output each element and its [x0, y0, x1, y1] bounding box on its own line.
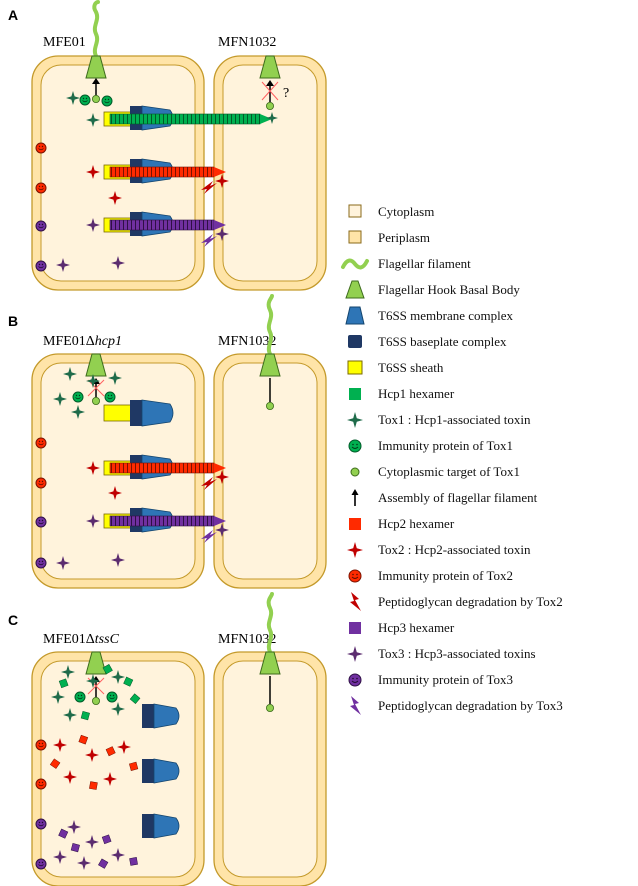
hcp2-monomer — [89, 782, 97, 790]
immunity-protein-tox3 — [36, 261, 46, 271]
immunity-protein-tox3 — [36, 819, 46, 829]
immunity-protein-tox1 — [73, 392, 83, 402]
left-strain-label-c: MFE01ΔtssC — [43, 632, 120, 647]
target-tox1-icon — [340, 459, 370, 485]
t6ss-membrane-complex-only — [142, 814, 179, 838]
immunity-protein-tox2 — [36, 740, 46, 750]
t6ss-sheath-icon — [340, 355, 370, 381]
cytoplasmic-target-tox1 — [266, 102, 273, 109]
cytoplasmic-target-tox1 — [92, 95, 99, 102]
legend-item-hcp1-hexamer: Hcp1 hexamer — [340, 381, 454, 407]
left-strain-label-b: MFE01Δhcp1 — [43, 334, 122, 349]
immunity-protein-tox1 — [105, 392, 115, 402]
hcp2-hexamer-icon — [340, 511, 370, 537]
legend-item-immunity-tox2: Immunity protein of Tox2 — [340, 563, 513, 589]
assembly-arrow-icon — [340, 485, 370, 511]
hcp1-monomer — [81, 711, 90, 720]
hcp3-hexamer-icon — [340, 615, 370, 641]
cytoplasmic-target-tox1 — [92, 397, 99, 404]
hcp3-tube — [110, 220, 214, 230]
legend-item-immunity-tox1: Immunity protein of Tox1 — [340, 433, 513, 459]
immunity-protein-tox2 — [36, 183, 46, 193]
immunity-protein-tox1 — [80, 95, 90, 105]
left-strain-label-a: MFE01 — [43, 35, 86, 50]
hcp1-hexamer-icon — [340, 381, 370, 407]
tox3-star-icon — [340, 641, 370, 667]
immunity-protein-tox1 — [102, 96, 112, 106]
legend-item-tox3: Tox3 : Hcp3-associated toxins — [340, 641, 536, 667]
legend-item-tox1: Tox1 : Hcp1-associated toxin — [340, 407, 531, 433]
legend-item-t6ss-membrane-complex: T6SS membrane complex — [340, 303, 513, 329]
immunity-tox3-icon — [340, 667, 370, 693]
t6ss-baseplate-complex-icon — [340, 329, 370, 355]
immunity-tox1-icon — [340, 433, 370, 459]
cytoplasmic-target-tox1 — [266, 704, 273, 711]
legend-item-hcp2-hexamer: Hcp2 hexamer — [340, 511, 454, 537]
legend-item-hcp3-hexamer: Hcp3 hexamer — [340, 615, 454, 641]
hcp2-tube — [110, 463, 214, 473]
panel-letter-b: B — [8, 313, 18, 329]
legend-item-tox2: Tox2 : Hcp2-associated toxin — [340, 537, 531, 563]
immunity-protein-tox1 — [75, 692, 85, 702]
flagellar-hook-basal-body-icon — [340, 277, 370, 303]
immunity-protein-tox3 — [36, 558, 46, 568]
t6ss-membrane-complex-only — [142, 759, 179, 783]
legend-item-assembly-arrow: Assembly of flagellar filament — [340, 485, 537, 511]
cytoplasm-swatch-icon — [340, 199, 370, 225]
tox1-star-icon — [340, 407, 370, 433]
immunity-tox2-icon — [340, 563, 370, 589]
hcp3-monomer — [71, 843, 80, 852]
hcp3-monomer — [130, 857, 138, 865]
right-strain-label-a: MFN1032 — [218, 35, 276, 50]
legend-item-flagellar-hook-basal-body: Flagellar Hook Basal Body — [340, 277, 520, 303]
immunity-protein-tox1 — [107, 692, 117, 702]
legend-item-flagellar-filament: Flagellar filament — [340, 251, 471, 277]
lightning-tox3-icon — [340, 693, 370, 719]
t6ss-membrane-complex-icon — [340, 303, 370, 329]
immunity-protein-tox2 — [36, 438, 46, 448]
immunity-protein-tox2 — [36, 143, 46, 153]
hcp2-tube — [110, 167, 214, 177]
immunity-protein-tox3 — [36, 859, 46, 869]
periplasm-swatch-icon — [340, 225, 370, 251]
legend-item-periplasm: Periplasm — [340, 225, 430, 251]
legend-item-t6ss-baseplate-complex: T6SS baseplate complex — [340, 329, 507, 355]
hcp3-tube — [110, 516, 214, 526]
immunity-protein-tox3 — [36, 517, 46, 527]
legend-item-immunity-tox3: Immunity protein of Tox3 — [340, 667, 513, 693]
cytoplasmic-target-tox1 — [266, 402, 273, 409]
legend-item-pg-degradation-tox3: Peptidoglycan degradation by Tox3 — [340, 693, 563, 719]
immunity-protein-tox2 — [36, 478, 46, 488]
immunity-protein-tox3 — [36, 221, 46, 231]
flagellar-filament-icon — [340, 251, 370, 277]
hcp1-tube — [110, 114, 260, 124]
panel-letter-a: A — [8, 7, 18, 23]
t6ss-membrane-complex-only — [142, 704, 179, 728]
immunity-protein-tox2 — [36, 779, 46, 789]
cytoplasmic-target-tox1 — [92, 697, 99, 704]
question-mark: ? — [283, 86, 289, 101]
lightning-tox2-icon — [340, 589, 370, 615]
legend-item-pg-degradation-tox2: Peptidoglycan degradation by Tox2 — [340, 589, 563, 615]
tox2-star-icon — [340, 537, 370, 563]
legend-item-cytoplasm: Cytoplasm — [340, 199, 434, 225]
hcp2-monomer — [129, 762, 138, 771]
legend-item-t6ss-sheath: T6SS sheath — [340, 355, 443, 381]
panel-letter-c: C — [8, 612, 18, 628]
flagellar-filament — [94, 2, 98, 56]
legend-item-target-tox1: Cytoplasmic target of Tox1 — [340, 459, 520, 485]
